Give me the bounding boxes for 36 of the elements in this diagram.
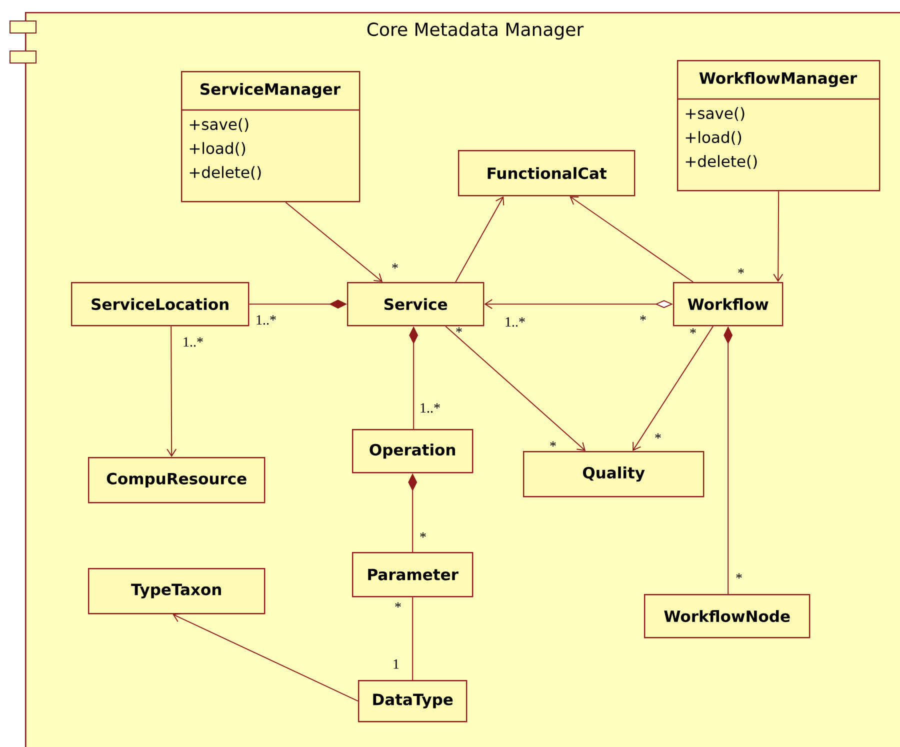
class-box: Quality — [523, 451, 704, 498]
multiplicity: 1..* — [184, 337, 203, 347]
class-box: Service — [347, 282, 484, 326]
multiplicity: 1 — [394, 659, 399, 669]
association-line — [773, 190, 784, 282]
class-box: Operation — [352, 429, 474, 474]
multiplicity: * — [456, 327, 462, 333]
multiplicity: * — [640, 315, 646, 321]
class-box: WorkflowNode — [644, 594, 810, 638]
association-line — [632, 326, 714, 451]
association-line — [285, 202, 383, 282]
association-line — [445, 326, 586, 451]
class-box: WorkflowManager +save() +load() +delete() — [677, 60, 880, 192]
multiplicity: * — [655, 433, 661, 439]
multiplicity: * — [392, 263, 398, 269]
multiplicity: * — [420, 532, 426, 538]
association-line — [172, 612, 358, 702]
class-box: Workflow — [673, 282, 784, 326]
multiplicity: * — [690, 328, 696, 334]
class-box: DataType — [358, 680, 468, 722]
multiplicity: * — [736, 573, 742, 579]
association-line — [570, 196, 694, 282]
multiplicity: * — [550, 441, 556, 447]
multiplicity: 1..* — [506, 317, 525, 327]
association-line — [455, 196, 504, 282]
multiplicity: 1..* — [256, 315, 276, 325]
class-box: TypeTaxon — [88, 568, 266, 614]
class-box: CompuResource — [88, 457, 266, 504]
class-box: Parameter — [352, 552, 474, 598]
multiplicity: * — [395, 602, 401, 608]
multiplicity: 1..* — [420, 403, 440, 413]
class-box: FunctionalCat — [458, 150, 636, 196]
association-line — [412, 596, 414, 680]
association-line — [166, 326, 177, 457]
class-box: ServiceLocation — [71, 282, 250, 326]
class-box: ServiceManager +save() +load() +delete() — [181, 71, 360, 202]
